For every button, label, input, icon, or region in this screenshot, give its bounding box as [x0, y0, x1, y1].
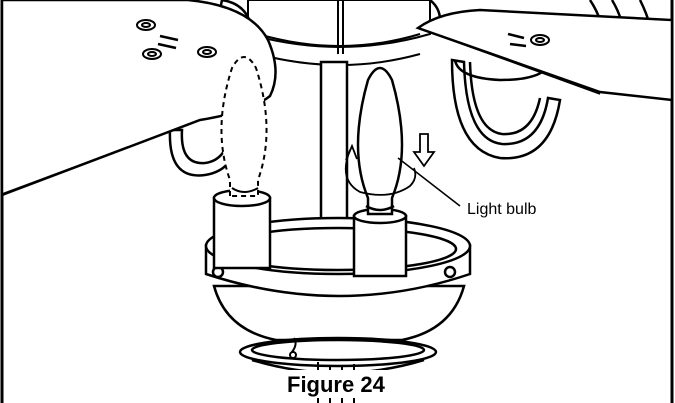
right-light-bulb	[356, 66, 404, 216]
rotate-arrow	[344, 143, 417, 196]
left-light-bulb	[220, 56, 268, 197]
blade-stamp-marks	[157, 34, 179, 50]
figure-label-backing	[282, 370, 394, 398]
callout-leader	[397, 157, 461, 207]
figure-title: Figure 24	[287, 372, 386, 397]
blade-screw-holes	[136, 19, 217, 60]
motor-housing	[247, 0, 431, 66]
right-socket	[352, 207, 408, 278]
down-arrow	[412, 133, 436, 168]
light-bulb-label: Light bulb	[467, 201, 536, 218]
right-blade-screws	[530, 34, 550, 46]
left-socket	[212, 188, 272, 270]
right-fan-blade	[415, 8, 674, 102]
